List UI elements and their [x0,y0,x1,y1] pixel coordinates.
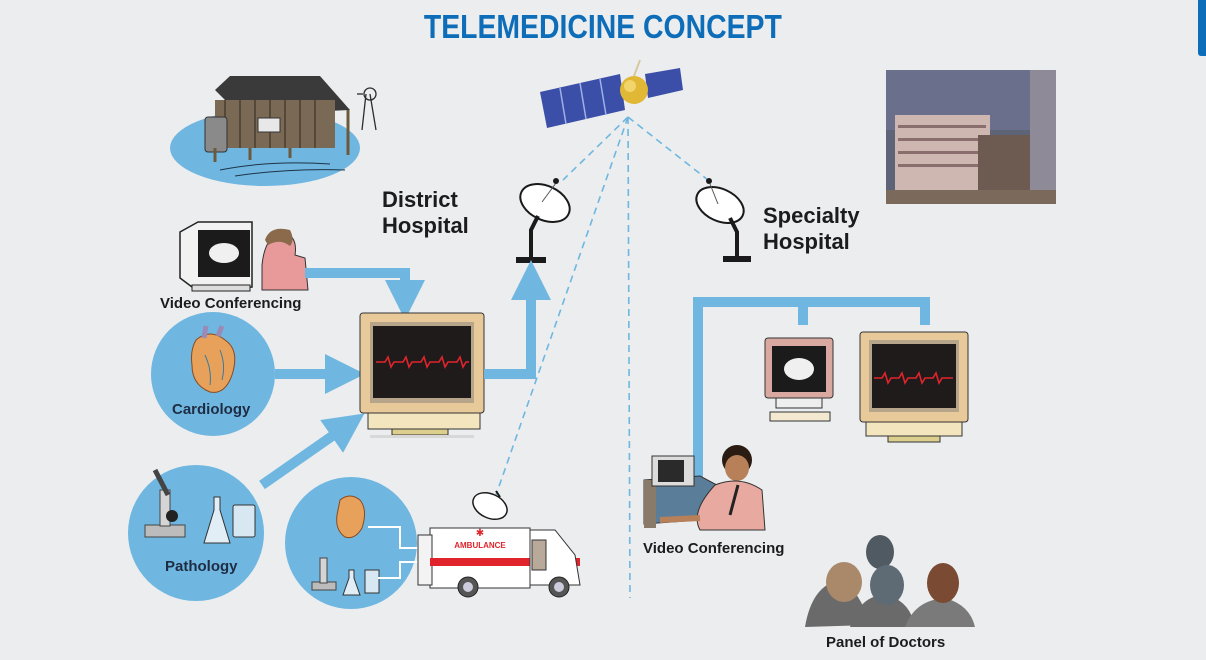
link-to-ground [627,116,631,599]
cardiology-node [151,312,275,436]
ambulance-text: AMBULANCE [454,541,506,550]
specialty-brain-monitor-icon [764,337,834,422]
specialty-satellite-dish-icon [695,178,751,262]
district-hospital-label-line1: District [382,187,458,212]
ambulance-icon: AMBULANCE ✱ [417,490,581,598]
doctor-at-computer-icon [643,445,766,531]
specialty-hospital-label: Specialty Hospital [763,203,860,255]
satellite-icon [540,59,683,128]
connector-video-to-monitor [305,268,425,320]
pathology-label: Pathology [165,558,238,575]
video-conferencing-right-label: Video Conferencing [643,540,785,557]
heart-microscope-icon [311,495,380,596]
hospital-building-photo [886,70,1056,204]
edge-tab [1198,0,1206,56]
satellite-links [495,116,709,599]
link-to-specialty-dish [627,116,709,181]
district-hospital-label-line2: Hospital [382,213,469,238]
pathology-node [128,465,264,601]
page-title: TELEMEDICINE CONCEPT [423,8,782,45]
panel-of-doctors-label: Panel of Doctors [826,634,946,651]
connector-pathology-to-monitor [259,413,365,490]
specialty-hospital-label-line1: Specialty [763,203,860,228]
specialty-ecg-monitor-icon [859,331,969,443]
video-conferencing-left-label: Video Conferencing [160,295,302,312]
doctors-group-icon [805,535,975,627]
brain-monitor-with-doctor-icon [179,221,309,292]
connector-mobile-to-ambulance [368,526,418,579]
star-of-life-icon: ✱ [476,528,484,539]
specialty-hospital-label-line2: Hospital [763,229,850,254]
microscope-flask-icon [144,468,256,544]
district-hospital-label: District Hospital [382,187,469,239]
connector-specialty-network [693,297,930,490]
connector-monitor-to-dish [484,260,551,379]
mobile-unit-node [285,477,417,609]
district-satellite-dish-icon [516,178,571,263]
link-to-ambulance [495,116,629,496]
district-ecg-monitor-icon [359,312,485,438]
rural-house-icon [170,76,377,186]
heart-icon [191,325,236,393]
cardiology-label: Cardiology [172,401,251,418]
link-to-district-dish [562,116,629,181]
